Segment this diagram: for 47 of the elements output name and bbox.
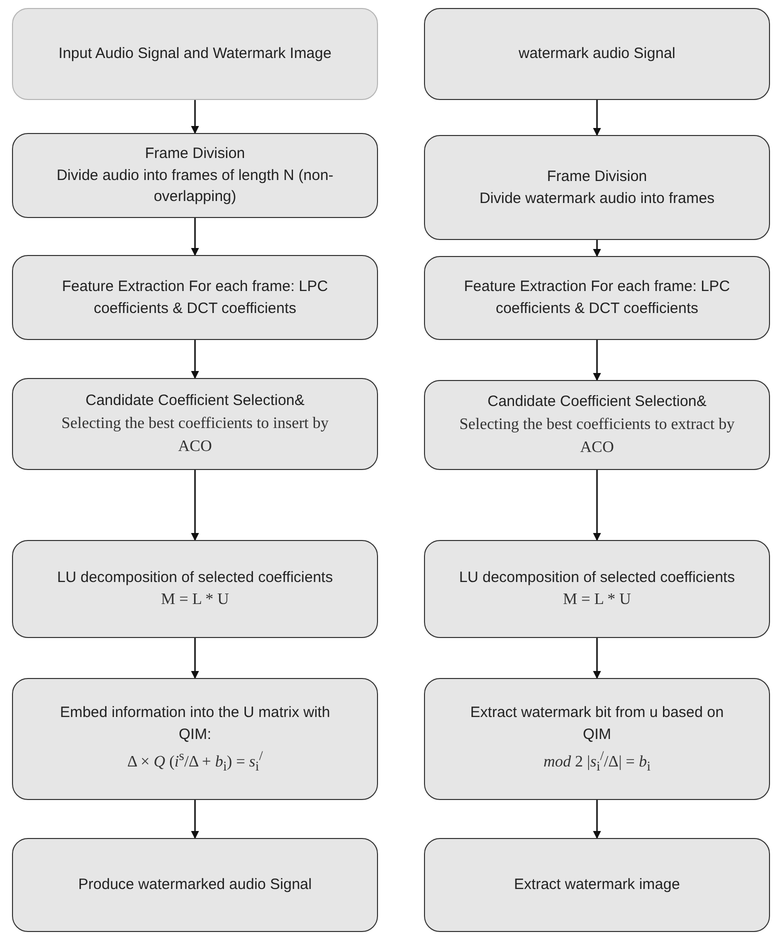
- process-box: [12, 838, 378, 932]
- process-box: [424, 838, 770, 932]
- process-box: [12, 540, 378, 638]
- box-text: Extract watermark bit from u based on QIM: [469, 703, 725, 746]
- box-heading: Frame Division: [144, 144, 246, 164]
- box-text: LU decomposition of selected coefficients: [57, 568, 333, 588]
- process-box: [424, 540, 770, 638]
- box-heading: Frame Division: [546, 166, 648, 187]
- arrow: [593, 470, 601, 541]
- process-box: [424, 8, 770, 100]
- formula: mod 2 |s$_{i}$$^{/}$/Δ| = b$_{i}$: [543, 746, 651, 776]
- process-box: [12, 255, 378, 340]
- box-text: Selecting the best coefficients to extract by ACO: [459, 414, 735, 458]
- arrow: [191, 340, 199, 379]
- process-box: [424, 135, 770, 240]
- arrow: [593, 800, 601, 839]
- arrow: [191, 100, 199, 134]
- process-box: [12, 133, 378, 218]
- arrow: [593, 340, 601, 381]
- box-text: LU decomposition of selected coefficients: [459, 568, 735, 588]
- arrow: [593, 100, 601, 136]
- box-text: Candidate Coefficient Selection&: [85, 390, 305, 411]
- box-text: Input Audio Signal and Watermark Image: [58, 44, 332, 64]
- process-box: [12, 678, 378, 800]
- box-text: Produce watermarked audio Signal: [78, 875, 312, 896]
- box-text: watermark audio Signal: [518, 44, 676, 64]
- box-text: Feature Extraction For each frame: LPC coefficients & DCT coefficients: [463, 277, 731, 319]
- box-text: Divide watermark audio into frames: [479, 188, 715, 208]
- box-text: Feature Extraction For each frame: LPC coefficients & DCT coefficients: [61, 276, 329, 318]
- box-text: Divide audio into frames of length N (non- overlapping): [56, 166, 334, 208]
- arrow: [191, 218, 199, 256]
- arrow: [191, 470, 199, 541]
- formula: M = L * U: [563, 590, 631, 610]
- box-text: Selecting the best coefficients to insert by ACO: [60, 414, 330, 457]
- process-box: [424, 380, 770, 470]
- arrow: [593, 240, 601, 257]
- arrow: [191, 800, 199, 839]
- formula: M = L * U: [161, 590, 229, 610]
- process-box: [424, 678, 770, 800]
- process-box: [424, 256, 770, 340]
- box-text: Embed information into the U matrix with QIM:: [58, 703, 332, 746]
- arrow: [191, 638, 199, 679]
- process-box: [12, 378, 378, 470]
- process-box: [12, 8, 378, 100]
- box-text: Extract watermark image: [514, 875, 680, 896]
- box-text: Candidate Coefficient Selection&: [487, 392, 707, 412]
- arrow: [593, 638, 601, 679]
